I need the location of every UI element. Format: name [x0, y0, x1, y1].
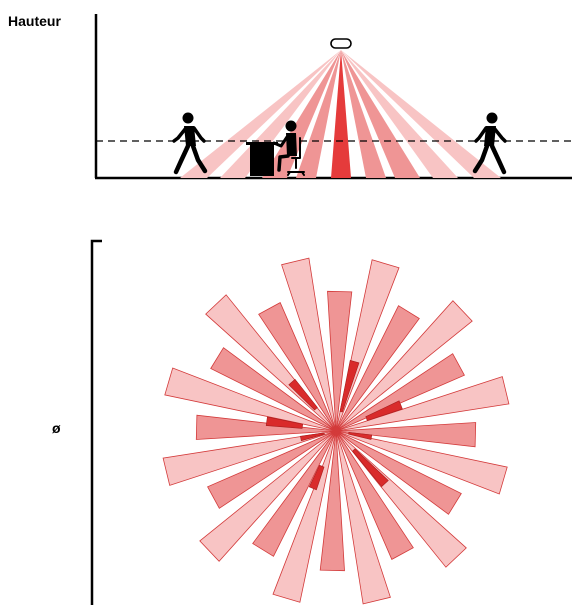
height-axis-label: Hauteur — [8, 13, 61, 29]
top-beam-3 — [335, 430, 391, 605]
top-beam-13 — [335, 430, 462, 515]
top-beam-20 — [258, 302, 337, 432]
side-beam-7 — [341, 50, 386, 178]
top-beam-21 — [327, 290, 353, 432]
diameter-axis-label: ø — [52, 420, 61, 436]
side-beam-3 — [341, 50, 458, 178]
top-beam-6 — [162, 430, 337, 486]
top-beam-core-1 — [365, 400, 403, 421]
top-beam-22 — [335, 305, 420, 432]
top-beam-10 — [335, 259, 400, 432]
side-beam-1 — [341, 50, 501, 178]
top-beam-11 — [335, 300, 473, 432]
top-beam-core-3 — [308, 464, 325, 491]
top-beam-16 — [252, 430, 337, 557]
top-beam-core-6 — [300, 432, 325, 442]
side-beam-fan — [180, 50, 501, 178]
top-beam-core-4 — [352, 448, 389, 488]
side-beam-6 — [296, 50, 341, 178]
top-beam-core-5 — [288, 378, 318, 411]
top-beam-9 — [281, 257, 337, 432]
ceiling-sensor-icon — [330, 38, 352, 49]
top-beam-17 — [207, 430, 337, 509]
top-beam-core-0 — [339, 360, 360, 413]
top-beam-star — [162, 257, 510, 605]
top-beam-core-2 — [265, 416, 304, 429]
diameter-axis-bracket — [90, 239, 102, 605]
top-beam-19 — [210, 347, 337, 432]
side-beam-8 — [331, 50, 351, 178]
walking-person-left-icon — [172, 112, 208, 175]
top-beam-core-7 — [348, 432, 373, 440]
side-beam-0 — [180, 50, 341, 178]
desk-worker-icon — [246, 120, 305, 176]
top-beam-0 — [335, 376, 510, 432]
side-beam-5 — [341, 50, 420, 178]
top-beam-7 — [164, 367, 337, 432]
top-beam-12 — [335, 422, 477, 448]
top-beam-15 — [319, 430, 345, 572]
walking-person-right-icon — [472, 112, 507, 175]
top-view: ø — [52, 239, 510, 605]
side-view: Hauteur — [8, 13, 572, 180]
top-beam-1 — [335, 430, 508, 495]
top-beam-5 — [199, 430, 337, 562]
top-beam-14 — [335, 430, 414, 560]
